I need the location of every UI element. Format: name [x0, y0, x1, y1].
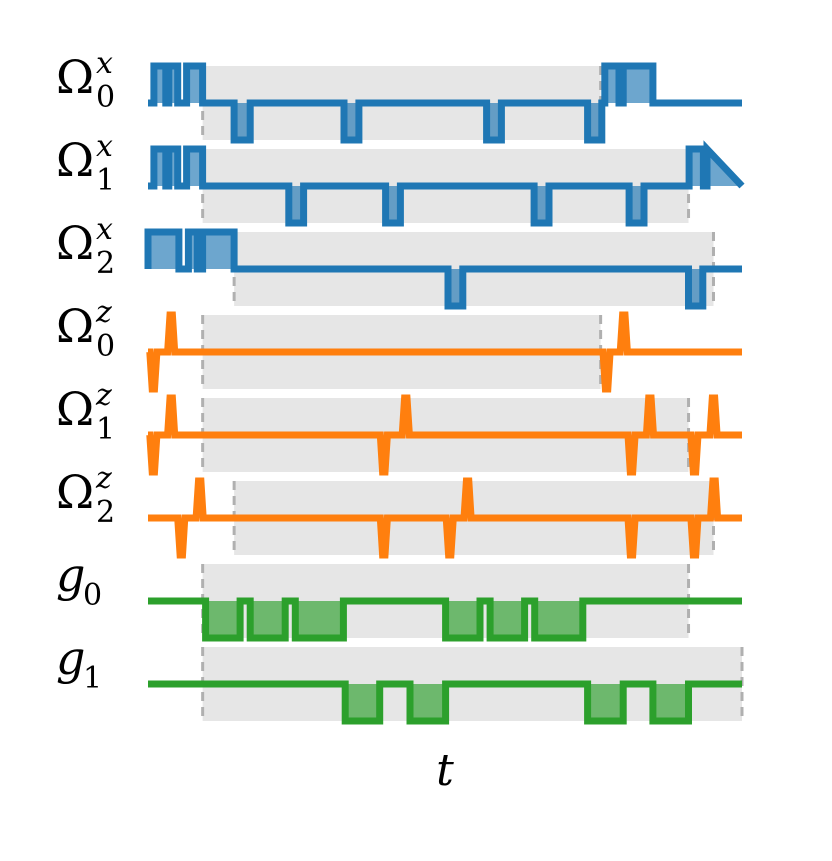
row-label-sub-1: 1 [96, 163, 115, 198]
row-label-sub-3: 0 [96, 329, 115, 364]
row-label-base-4: Ω [56, 382, 94, 436]
trace-line-5 [148, 477, 742, 559]
row-label-sub-7: 1 [83, 661, 102, 696]
trace-line-4 [146, 394, 742, 476]
row-label-sup-1: x [96, 129, 113, 164]
row-label-sup-2: x [96, 212, 113, 247]
row-label-base-7: g [56, 631, 85, 685]
row-label-base-2: Ω [56, 216, 94, 270]
trace-fill-2 [148, 232, 742, 306]
row-label-sup-3: z [95, 295, 112, 330]
row-label-1: Ω [56, 133, 94, 187]
row-label-5: Ω [56, 465, 94, 519]
row-label-base-0: Ω [56, 50, 94, 104]
row-label-sub-2: 2 [96, 246, 115, 281]
trace-line-0 [148, 62, 742, 144]
trace-line-1 [148, 140, 745, 227]
row-label-6: g [56, 548, 85, 602]
row-label-4: Ω [56, 382, 94, 436]
pulse-traces [144, 62, 745, 725]
trace-fill-1 [148, 149, 742, 223]
row-label-sub-0: 0 [96, 80, 115, 115]
trace-line-6 [148, 597, 742, 642]
row-label-2: Ω [56, 216, 94, 270]
row-label-sup-4: z [95, 378, 112, 413]
trace-line-3 [146, 311, 742, 393]
row-label-3: Ω [56, 299, 94, 353]
trace-fill-0 [148, 66, 742, 140]
row-label-base-5: Ω [56, 465, 94, 519]
row-label-sub-6: 0 [83, 578, 102, 613]
trace-line-7 [148, 680, 742, 725]
row-label-base-3: Ω [56, 299, 94, 353]
row-label-base-6: g [56, 548, 85, 602]
x-axis-label: t [436, 745, 454, 796]
row-label-sub-5: 2 [96, 495, 115, 530]
row-label-0: Ω [56, 50, 94, 104]
row-label-sub-4: 1 [96, 412, 115, 447]
trace-line-2 [144, 228, 742, 310]
row-label-sup-5: z [95, 461, 112, 496]
row-label-base-1: Ω [56, 133, 94, 187]
row-label-7: g [56, 631, 85, 685]
row-label-sup-0: x [96, 46, 113, 81]
